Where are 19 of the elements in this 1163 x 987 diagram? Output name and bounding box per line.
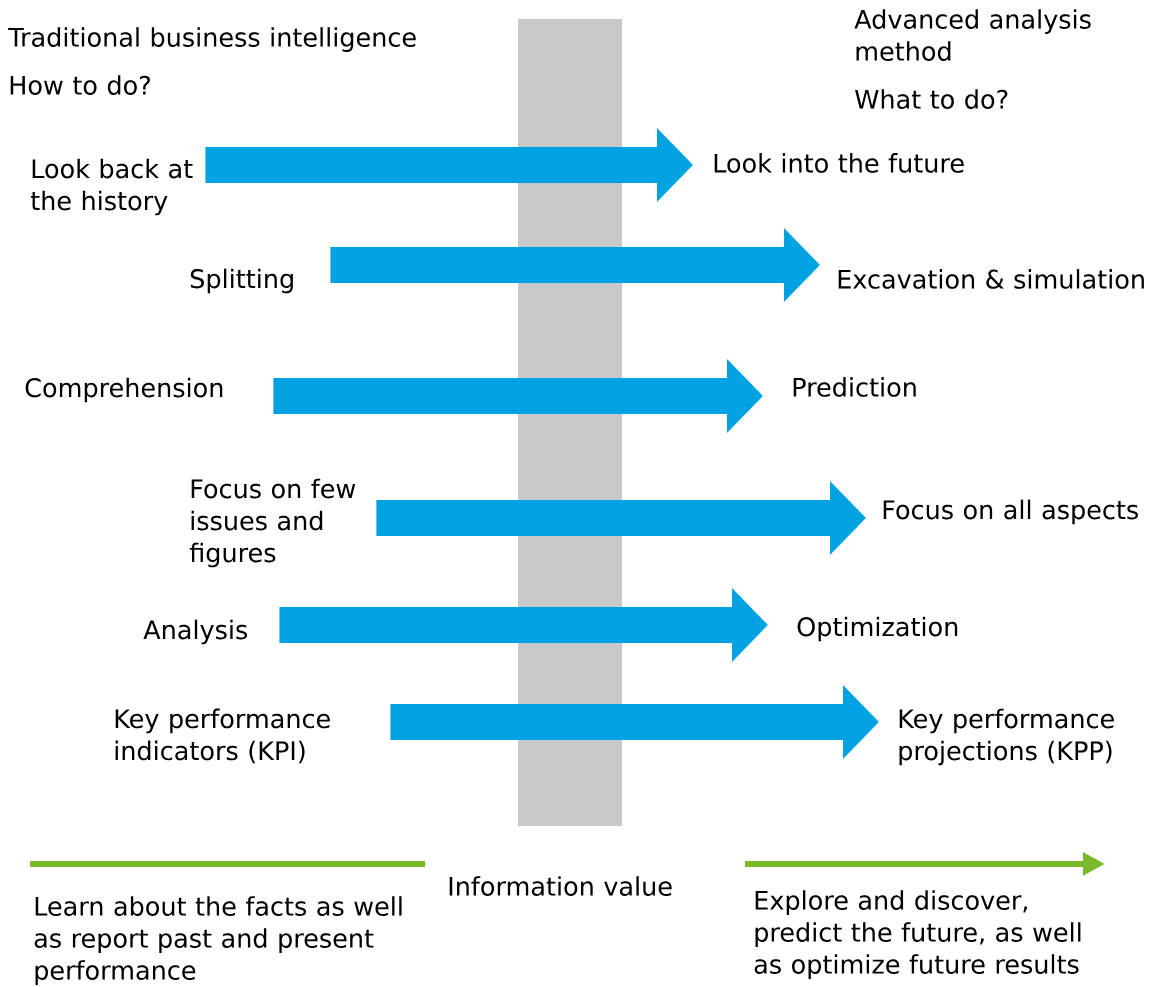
heading: Advanced analysis method: [854, 9, 1091, 61]
text-label: Key performance projections (KPP): [899, 708, 1114, 766]
text-label: Look into the future: [714, 153, 964, 173]
description-text: Explore and discover, predict the future, as well as optimize future results: [754, 890, 1081, 979]
text-label: Prediction: [793, 377, 916, 397]
text-label: Look back at the history: [30, 158, 193, 216]
text-label: Focus on all aspects: [883, 499, 1138, 525]
text-label: Excavation & simulation: [838, 269, 1144, 289]
text-label: Focus on few issues and figures: [189, 478, 356, 568]
axis-label: Information value: [449, 876, 672, 896]
text-label: Analysis: [143, 619, 248, 645]
description-text: Learn about the facts as well as report past and present performance: [34, 896, 402, 985]
question-text: What to do?: [855, 89, 1008, 109]
heading: Traditional business intelligence: [8, 27, 416, 52]
text-label: Splitting: [190, 268, 293, 294]
text-label: Comprehension: [25, 377, 223, 403]
text-label: Key performance indicators (KPI): [115, 708, 330, 764]
text-label: Optimization: [797, 616, 958, 642]
question-text: How to do?: [10, 75, 150, 95]
